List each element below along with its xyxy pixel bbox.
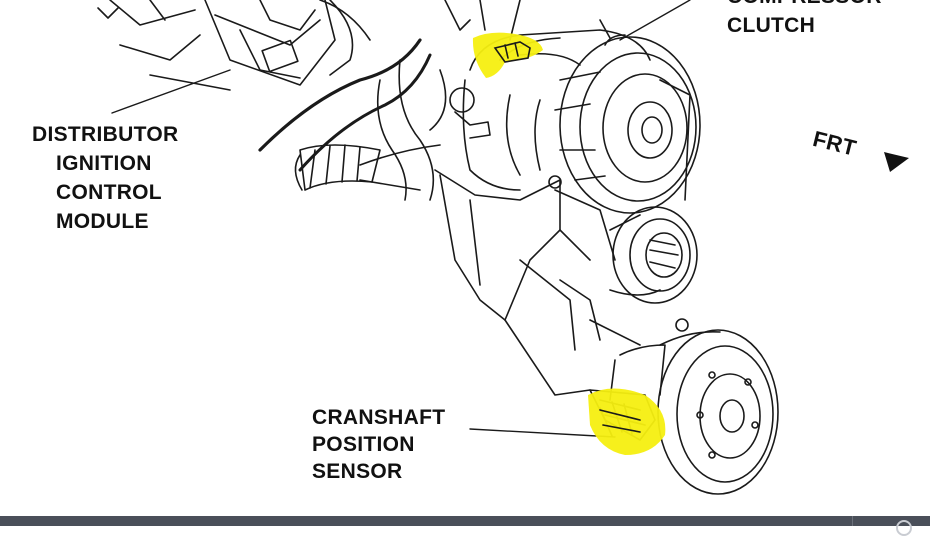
label-line: CONTROL — [56, 181, 162, 204]
label-line: IGNITION — [56, 152, 152, 175]
label-line: POSITION — [312, 433, 415, 456]
idler-pulley — [612, 206, 698, 332]
label-line: COMPRESSOR — [727, 0, 882, 11]
compressor-clutch-label: COMPRESSOR CLUTCH — [727, 0, 882, 40]
label-line: DISTRIBUTOR — [32, 123, 179, 146]
wire-harness — [258, 0, 521, 201]
leader-lines — [111, 0, 691, 438]
engine-line-drawing — [97, 0, 909, 495]
toolbar-divider — [852, 516, 853, 526]
compressor-clutch-pulley — [554, 19, 701, 214]
crankshaft-sensor-label: CRANSHAFT POSITION SENSOR — [312, 404, 445, 485]
label-line: CLUTCH — [727, 14, 816, 37]
front-housing — [434, 169, 661, 396]
label-line: CRANSHAFT — [312, 406, 446, 429]
highlight-marks — [472, 32, 666, 455]
distributor-assembly — [97, 0, 354, 91]
label-line: SENSOR — [312, 460, 403, 483]
label-line: MODULE — [56, 210, 149, 233]
distributor-module-label: DISTRIBUTOR IGNITION CONTROL MODULE — [32, 120, 178, 236]
front-direction-arrow — [884, 152, 909, 172]
compressor-connector — [493, 41, 531, 63]
viewer-toolbar — [0, 516, 930, 536]
circle-control-icon[interactable] — [896, 520, 912, 536]
